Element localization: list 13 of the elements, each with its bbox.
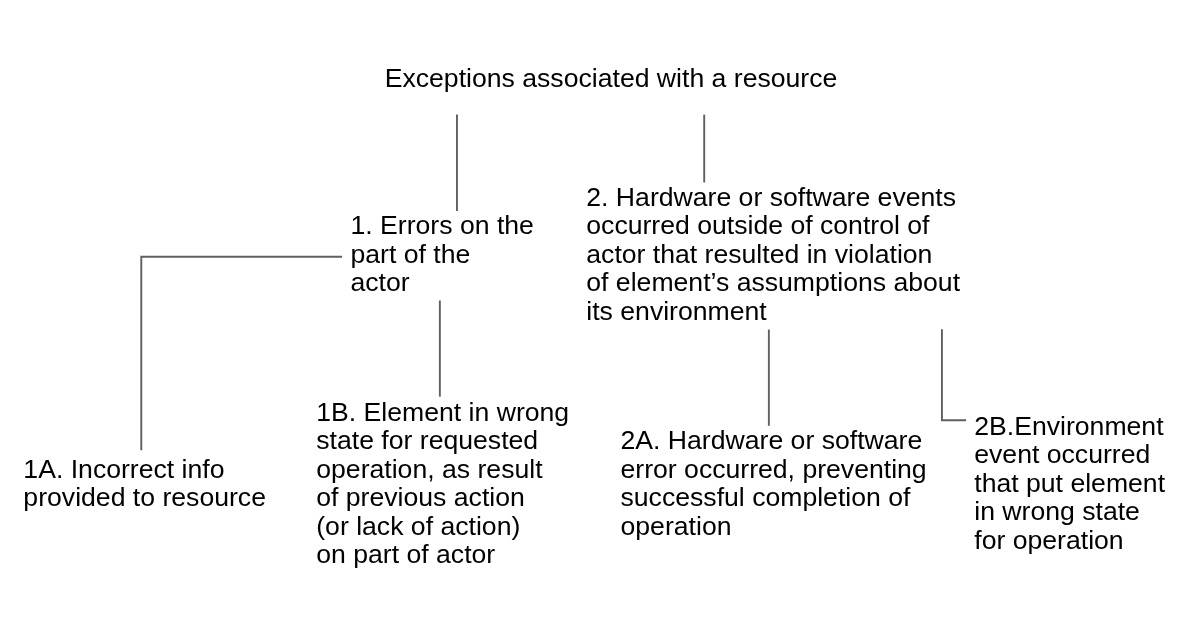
node-text: 2A. Hardware or software error occurred, preventing successful completion of operation: [620, 425, 927, 541]
node-text: 2. Hardware or software events occurred outside of control of actor that resulted in violation of element’s assumptions about its environment: [586, 181, 961, 326]
connector: [140, 255, 344, 452]
node-text: 1. Errors on the part of the actor: [350, 210, 534, 298]
node-text: 1B. Element in wrong state for requested operation, as result of previous action (or lack of action) on part of actor: [316, 396, 570, 570]
connector: [940, 328, 968, 422]
node-text: 2B.Environment event occurred that put element in wrong state for operation: [974, 410, 1166, 555]
connector: [703, 113, 706, 184]
node-text: 1A. Incorrect info provided to resource: [23, 453, 266, 513]
connector: [456, 113, 458, 212]
node-text: Exceptions associated with a resource: [384, 62, 838, 93]
connector: [767, 328, 770, 427]
connector: [438, 299, 441, 398]
